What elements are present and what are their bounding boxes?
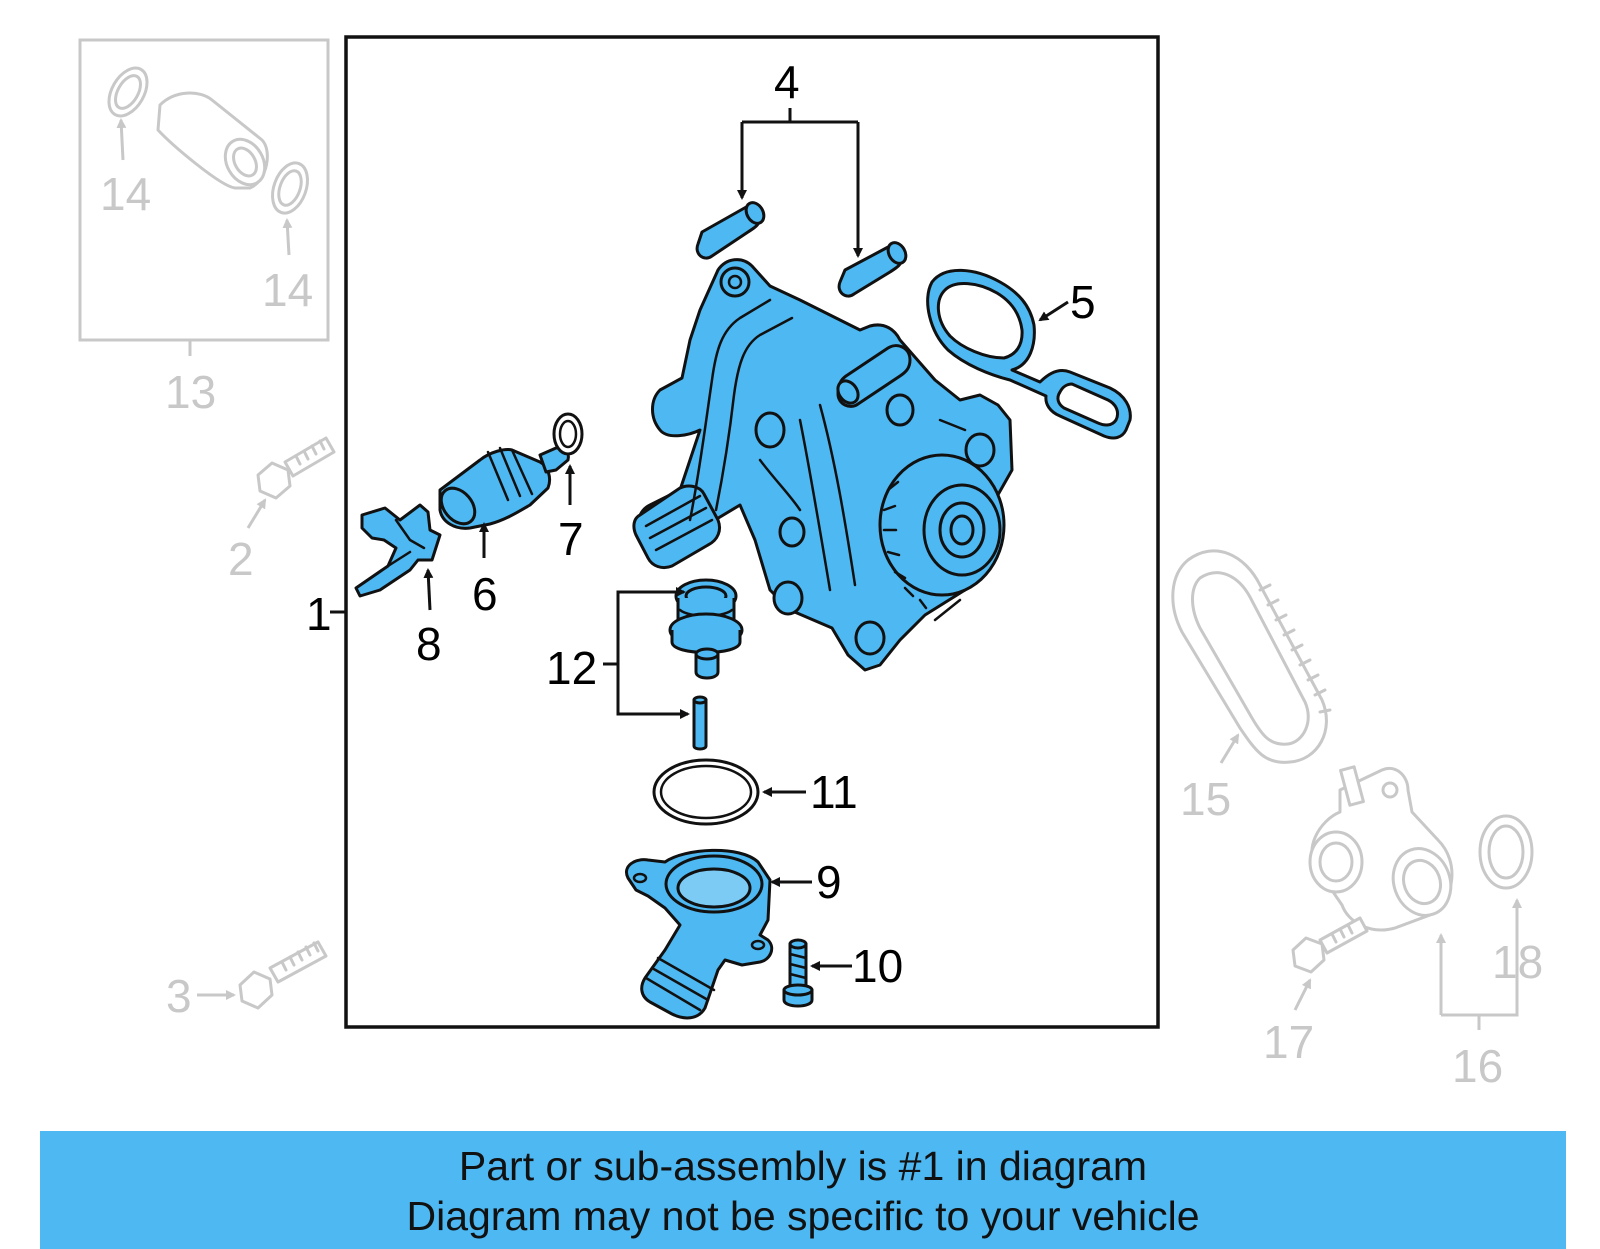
callout-10: 10 bbox=[852, 940, 903, 992]
bolt-icon: 17 bbox=[1263, 916, 1369, 1068]
flange-icon: 9 bbox=[625, 848, 842, 1020]
callout-11: 11 bbox=[810, 766, 858, 818]
pipe-icon bbox=[156, 91, 269, 190]
callout-8: 8 bbox=[416, 618, 442, 670]
coolant-pipe-kit-frame bbox=[78, 38, 330, 342]
timing-belt-icon: 15 bbox=[1171, 549, 1332, 825]
o-ring-icon bbox=[271, 161, 309, 215]
callout-14b: 14 bbox=[262, 264, 313, 316]
thermostat-icon: 12 bbox=[546, 578, 744, 751]
bolt-icon: 2 bbox=[228, 436, 336, 585]
callout-2: 2 bbox=[228, 533, 254, 585]
o-ring-icon: 18 bbox=[1478, 814, 1543, 988]
callout-15: 15 bbox=[1180, 773, 1231, 825]
pipe-icon bbox=[695, 201, 766, 260]
water-pump-housing-icon bbox=[632, 258, 1014, 672]
callout-1: 1 bbox=[306, 588, 332, 640]
callout-7: 7 bbox=[558, 513, 584, 565]
bracket-icon: 8 bbox=[354, 503, 442, 670]
footer-line-1: Part or sub-assembly is #1 in diagram bbox=[458, 1143, 1148, 1189]
callout-16: 16 bbox=[1452, 1040, 1503, 1092]
o-ring-icon: 11 bbox=[652, 758, 858, 826]
gasket-icon: 5 bbox=[926, 268, 1132, 440]
callout-3: 3 bbox=[166, 970, 192, 1022]
sensor-icon: 6 bbox=[438, 446, 570, 620]
footer-banner: Part or sub-assembly is #1 in diagram Di… bbox=[40, 1131, 1566, 1249]
pipe-icon bbox=[837, 241, 908, 298]
callout-14a: 14 bbox=[100, 168, 151, 220]
callout-9: 9 bbox=[816, 856, 842, 908]
o-ring-icon: 7 bbox=[552, 412, 584, 565]
callout-18: 18 bbox=[1492, 936, 1543, 988]
thermostat-housing-icon: 16 bbox=[1308, 765, 1522, 1092]
coolant-pipe-kit-group: 14 14 13 bbox=[78, 38, 330, 418]
bolt-icon: 10 bbox=[782, 938, 903, 1008]
footer-line-2: Diagram may not be specific to your vehi… bbox=[406, 1193, 1200, 1239]
bolt-icon: 3 bbox=[166, 940, 328, 1022]
callout-12: 12 bbox=[546, 642, 597, 694]
assembly-frame bbox=[344, 35, 1160, 1029]
callout-4: 4 bbox=[774, 56, 800, 108]
callout-6: 6 bbox=[472, 568, 498, 620]
callout-5: 5 bbox=[1070, 276, 1096, 328]
callout-13: 13 bbox=[165, 366, 216, 418]
callout-4-group: 4 bbox=[695, 56, 908, 298]
callout-17: 17 bbox=[1263, 1016, 1314, 1068]
o-ring-icon bbox=[107, 66, 149, 118]
